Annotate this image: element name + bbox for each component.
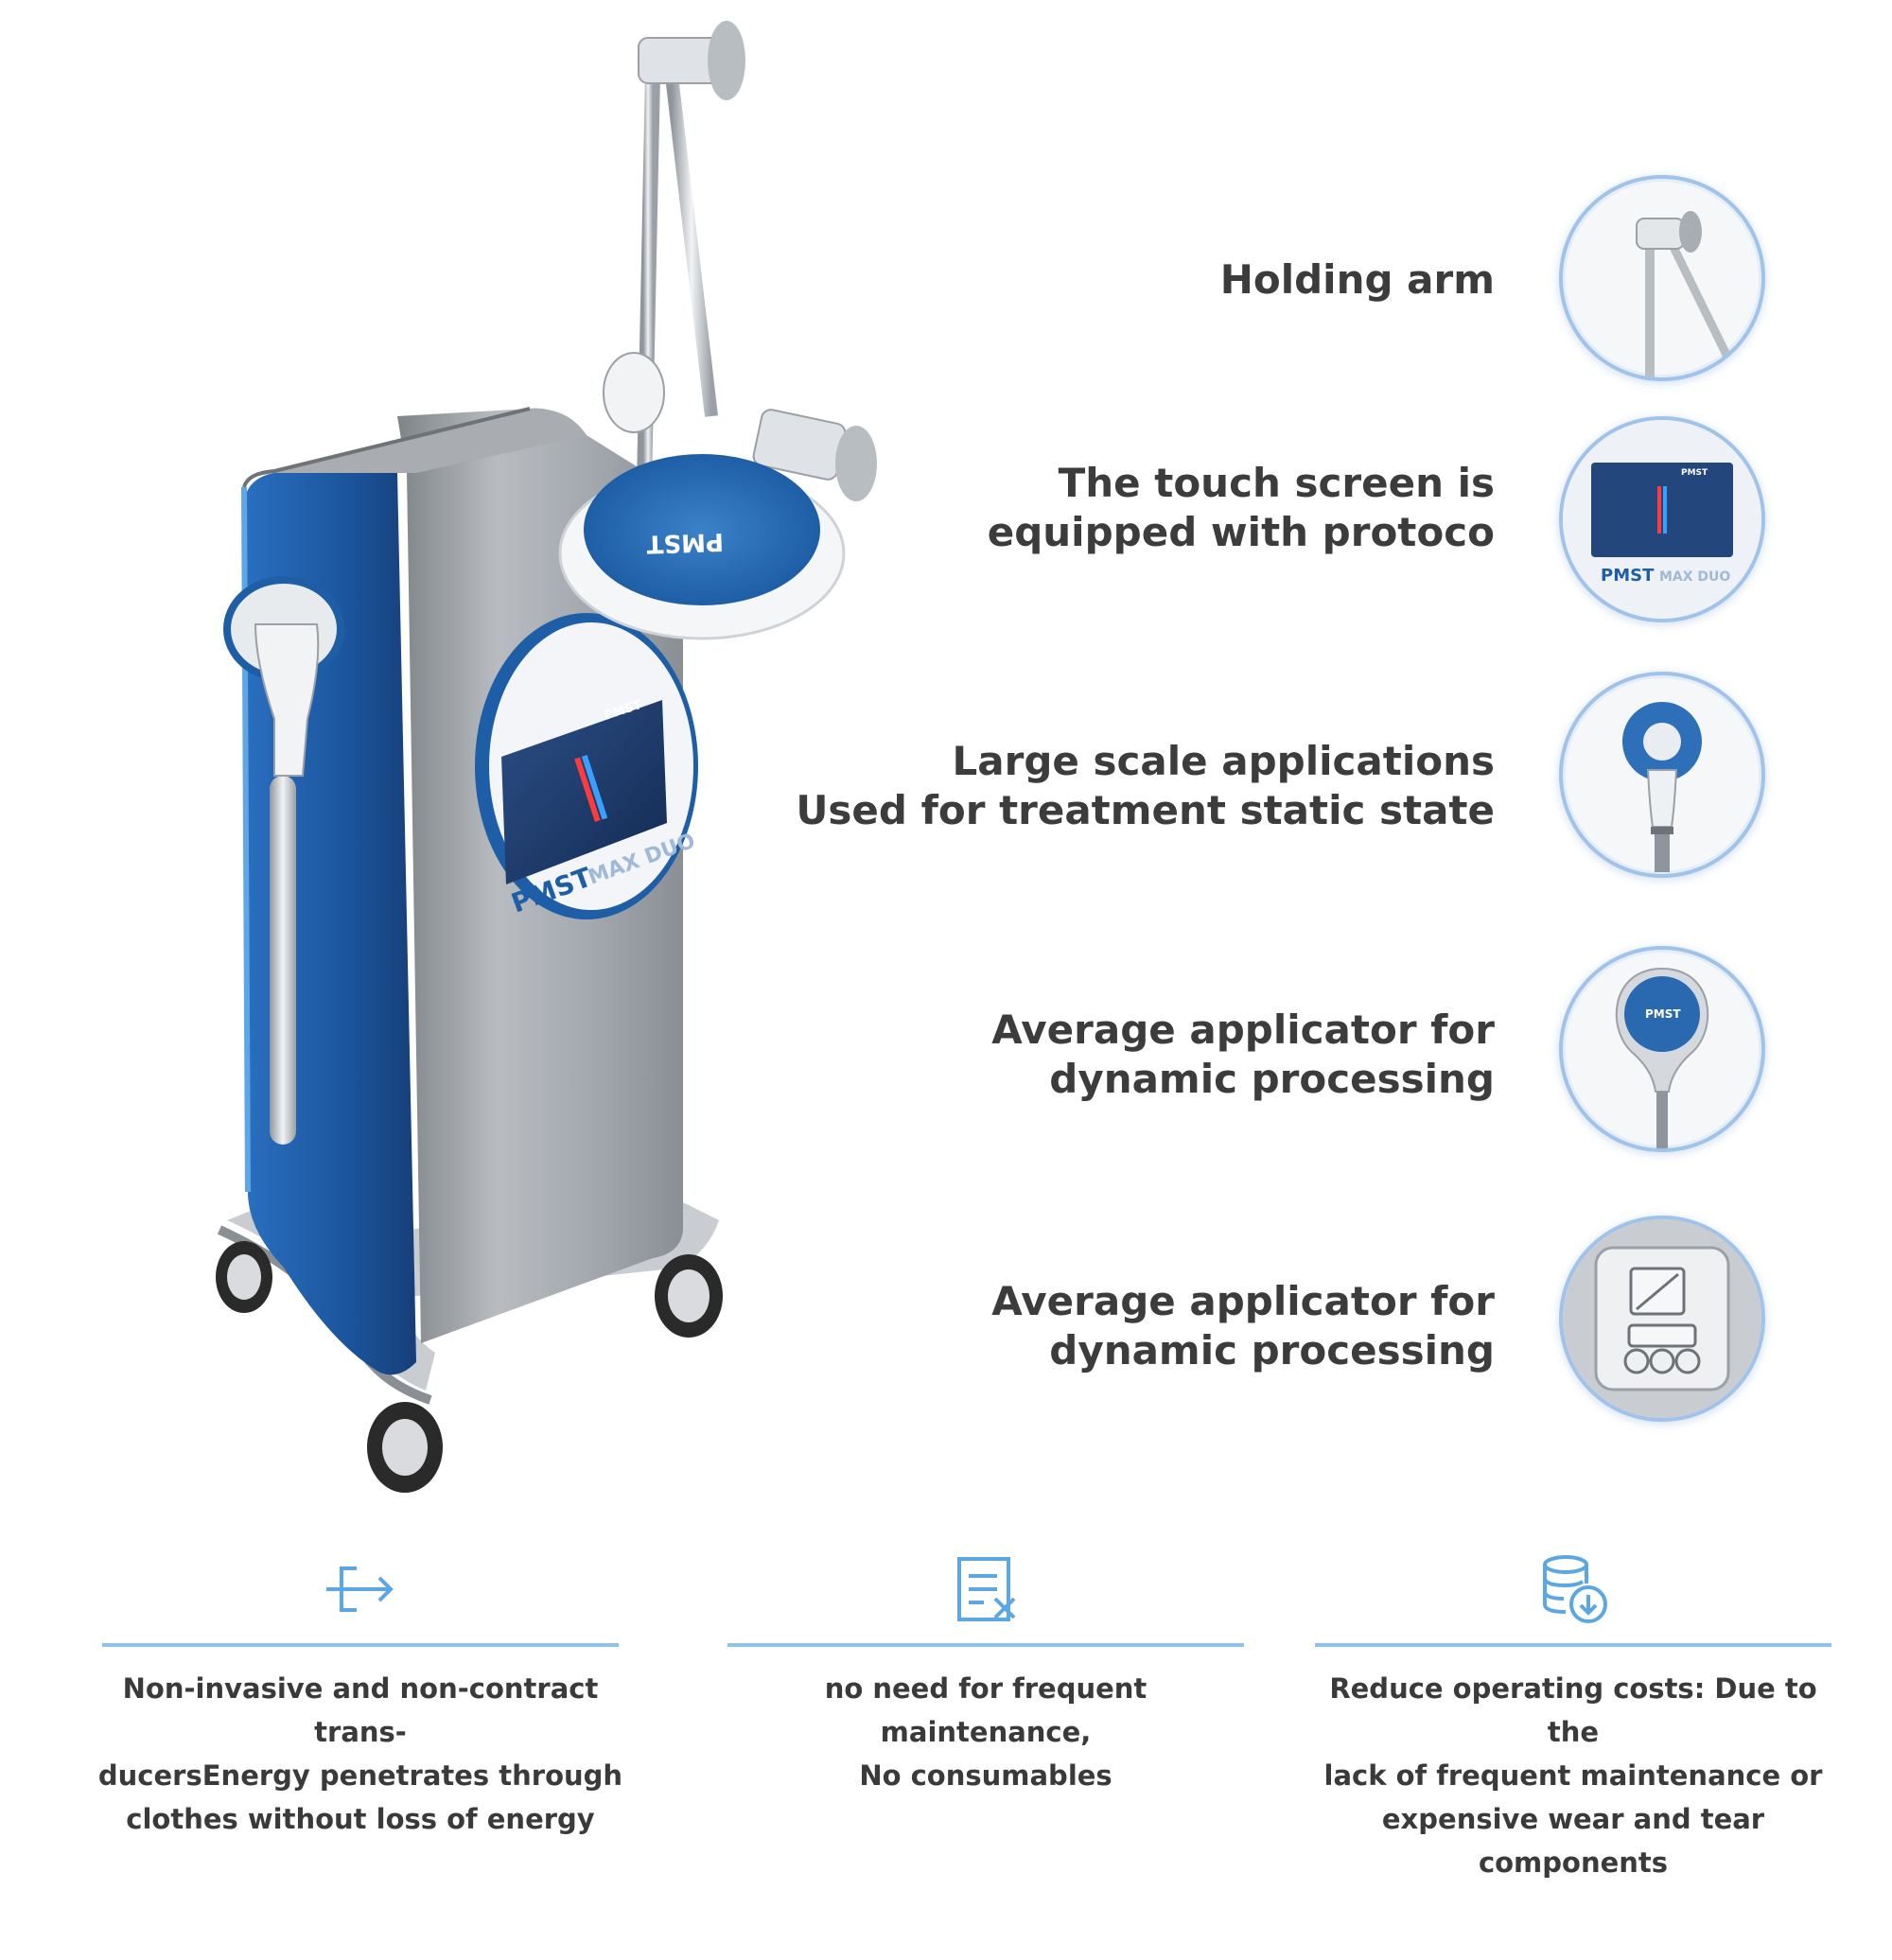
disc-brand-text: PMST [646,527,725,558]
benefit-text: Reduce operating costs: Due to the lack … [1323,1672,1823,1879]
feature-touch-screen-label: The touch screen is equipped with protoc… [987,460,1495,555]
feature-average-applicator-label-1: Average applicator for dynamic processin… [991,1006,1495,1102]
machine-illustration: PMST PMST MAX DUO PMST [0,0,946,1532]
benefit-text: Non-invasive and non-contract trans- duc… [97,1672,623,1835]
holding-arm [603,21,877,531]
benefit-text: no need for frequent maintenance, No con… [824,1672,1147,1792]
touch-screen-bezel-brand: PMST [1601,566,1655,586]
database-download-icon [1543,1555,1607,1623]
benefit-divider [102,1643,619,1647]
holding-arm-icon [1559,175,1765,381]
average-applicator-badge: PMST [1645,1007,1681,1021]
benefit-divider [727,1643,1244,1647]
feature-average-applicator-label-2: Average applicator for dynamic processin… [991,1278,1495,1374]
wheel [216,1241,723,1493]
average-applicator-icon: PMST [1559,946,1765,1152]
feature-large-scale-label: Large scale applications Used for treatm… [796,738,1495,833]
applicator-disc: PMST [558,454,846,640]
large-applicator-icon [1559,672,1765,878]
touch-screen-bezel-model: MAX DUO [1659,569,1730,585]
benefit-divider [1315,1643,1831,1647]
control-panel-icon [1559,1216,1765,1422]
feature-holding-arm-label: Holding arm [1219,256,1495,303]
touch-screen-icon: PMST PMST MAX DUO [1559,416,1765,622]
touch-screen-brand: PMST [1681,468,1708,478]
document-x-icon [957,1557,1016,1621]
exit-arrow-icon [326,1566,394,1612]
